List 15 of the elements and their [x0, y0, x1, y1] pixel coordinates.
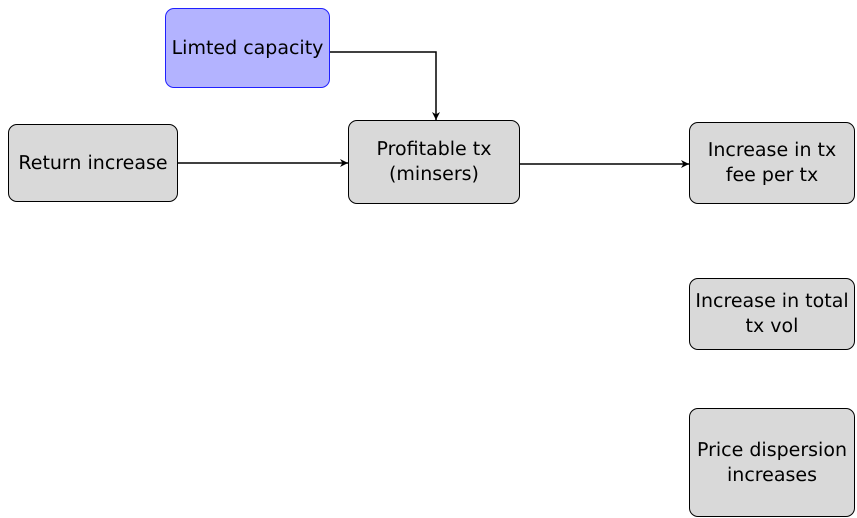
- process-box: [689, 278, 855, 350]
- process-box: [689, 122, 855, 204]
- node-label: Limted capacity: [172, 36, 324, 60]
- process-box: [8, 124, 178, 202]
- node-label: Increase in total tx vol: [694, 289, 850, 339]
- arrow: [330, 51, 440, 120]
- process-box: [689, 408, 855, 517]
- node-label: Return increase: [18, 150, 168, 176]
- arrow: [178, 159, 348, 167]
- process-box: [348, 120, 520, 204]
- arrow: [520, 160, 689, 168]
- process-box: [165, 8, 330, 88]
- node-label: Profitable tx (minsers): [376, 137, 492, 187]
- node-label: Price dispersion increases: [696, 438, 848, 488]
- node-label: Increase in tx fee per tx: [706, 138, 838, 188]
